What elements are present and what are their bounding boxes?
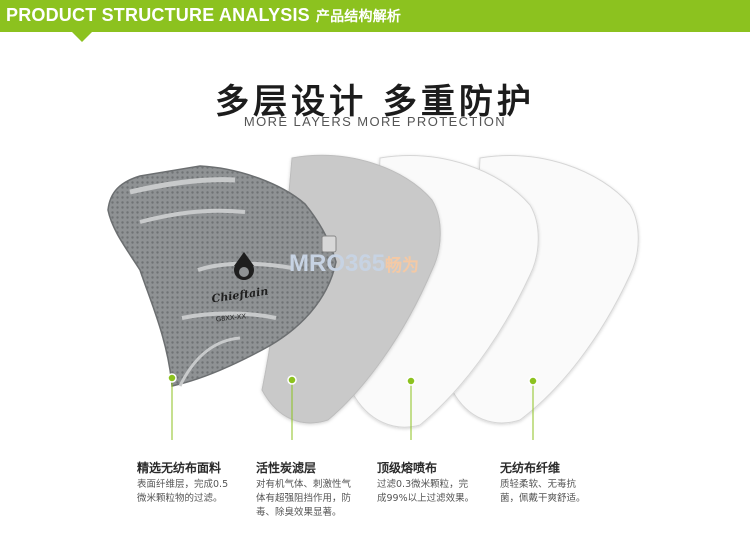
layer-4-desc-line: 质轻柔软、无毒抗	[500, 479, 577, 490]
layer-1-desc-line: 表面纤维层，完成0.5	[137, 479, 229, 490]
layer-2-title: 活性炭滤层	[256, 461, 317, 475]
banner-title-en: PRODUCT STRUCTURE ANALYSIS	[6, 5, 310, 25]
layer-1-description: 表面纤维层，完成0.5 微米颗粒物的过滤。	[137, 478, 255, 506]
header-banner: PRODUCT STRUCTURE ANALYSIS 产品结构解析	[0, 0, 750, 32]
mask-front: Chieftain G8XX-XX	[107, 165, 337, 387]
layer-3-desc-line: 成99%以上过滤效果。	[377, 493, 475, 504]
banner-notch	[72, 32, 92, 42]
watermark-text: MRO365	[289, 250, 386, 277]
layer-4-description: 质轻柔软、无毒抗 菌，佩戴干爽舒适。	[500, 478, 618, 506]
callout-pointers	[167, 373, 538, 440]
layer-3-description: 过滤0.3微米颗粒，完 成99%以上过滤效果。	[377, 478, 495, 506]
layer-3-desc-line: 过滤0.3微米颗粒，完	[377, 479, 469, 490]
layer-2-desc-line: 体有超强阻挡作用，防	[256, 493, 352, 504]
watermark-text-cn: 畅为	[385, 256, 420, 276]
banner-title-cn: 产品结构解析	[315, 9, 402, 25]
layer-4-desc-line: 菌，佩戴干爽舒适。	[500, 493, 586, 504]
layer-3-title: 顶级熔喷布	[377, 461, 438, 475]
mask-logo-icon	[234, 252, 254, 280]
banner-title: PRODUCT STRUCTURE ANALYSIS 产品结构解析	[6, 5, 401, 26]
layer-2-desc-line: 毒、除臭效果显著。	[256, 507, 342, 518]
mask-model-label: G8XX-XX	[216, 313, 247, 323]
layer-1-desc-line: 微米颗粒物的过滤。	[137, 493, 223, 504]
layer-2-description: 对有机气体、刺激性气 体有超强阻挡作用，防 毒、除臭效果显著。	[256, 478, 374, 520]
page-headline: 多层设计 多重防护	[215, 82, 535, 122]
layer-1-title: 精选无纺布面料	[137, 461, 222, 475]
page-subheadline: MORE LAYERS MORE PROTECTION	[243, 114, 507, 129]
layer-2-desc-line: 对有机气体、刺激性气	[256, 479, 352, 490]
watermark-logo: MRO365畅为	[289, 250, 419, 278]
layer-4-title: 无纺布纤维	[500, 461, 561, 475]
